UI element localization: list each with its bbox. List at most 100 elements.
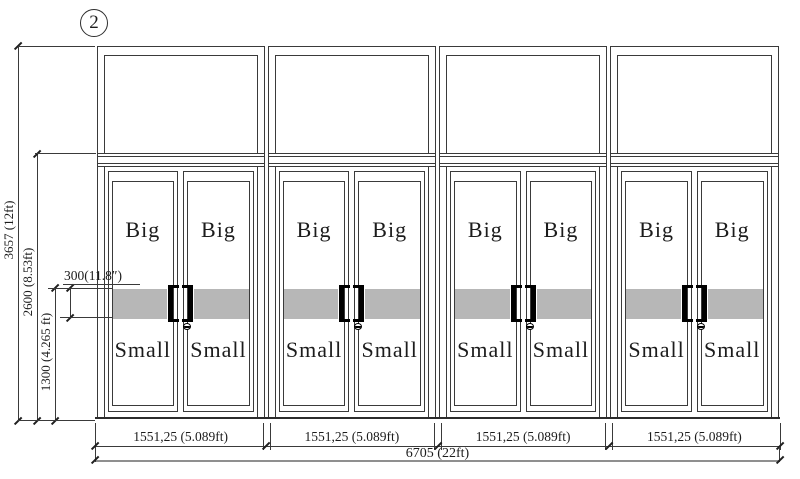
- transom-bar: [611, 153, 778, 167]
- dim-arrow: [50, 417, 60, 426]
- lock-cylinder-icon: [525, 323, 534, 330]
- double-door: Big Small Big Small: [274, 167, 429, 417]
- extension-line: [95, 447, 96, 462]
- door-leaf-right: Big Small: [353, 171, 425, 412]
- extension-line: [434, 423, 435, 450]
- door-handle-icon: [524, 285, 536, 322]
- unit-width-dimension-row: 1551,25 (5.089ft) 1551,25 (5.089ft) 1551,2…: [90, 423, 785, 450]
- extension-line: [95, 423, 96, 450]
- door-leaf-left: Big Small: [107, 171, 180, 412]
- small-panel-label: Small: [361, 337, 418, 362]
- double-door: Big Small Big Small: [617, 167, 772, 417]
- handle-height-label: 1300 (4.265 ft): [38, 312, 53, 392]
- dim-line-handle-height: [50, 283, 60, 426]
- door-leaf-left: Big Small: [278, 171, 351, 412]
- push-plate-band: [194, 289, 249, 319]
- unit-width-dimension: 1551,25 (5.089ft): [266, 429, 437, 445]
- big-panel-label: Big: [372, 216, 408, 242]
- extension-line: [779, 447, 780, 462]
- transom: [269, 47, 435, 153]
- unit-width-label: 1551,25 (5.089ft): [304, 429, 400, 444]
- small-panel-label: Small: [704, 337, 761, 362]
- door-unit: Big Small Big Small: [96, 46, 265, 417]
- big-panel-label: Big: [201, 216, 236, 242]
- detail-bubble-label: 2: [89, 12, 99, 33]
- dim-arrow: [65, 314, 75, 323]
- double-door: Big Small Big Small: [103, 167, 258, 417]
- transom-glass-panel: [446, 55, 601, 153]
- transom-bar-inner: [97, 156, 264, 164]
- door-glass: Big Small: [524, 181, 593, 406]
- door-unit: Big Small Big Small: [610, 46, 779, 417]
- band-height-label: 300(11.8″): [64, 268, 122, 283]
- dim-arrow: [32, 417, 42, 426]
- extension-line: [612, 423, 614, 450]
- transom-bar-inner: [268, 156, 435, 164]
- transom: [440, 47, 606, 153]
- door-glass: Big Small: [454, 181, 522, 406]
- door-glass: Big Small: [353, 181, 421, 406]
- double-door: Big Small Big Small: [446, 167, 601, 417]
- extension-line: [780, 423, 781, 450]
- detail-bubble: 2: [80, 9, 108, 37]
- extension-line: [60, 317, 113, 318]
- door-handle-icon: [695, 285, 707, 322]
- door-glass: Big Small: [111, 181, 180, 406]
- push-plate-band: [707, 289, 763, 319]
- door-leaf-right: Big Small: [524, 171, 597, 412]
- push-plate-band: [365, 289, 420, 319]
- dim-line-band-height: [65, 283, 75, 323]
- transom-bar-inner: [440, 156, 607, 164]
- door-handle-icon: [182, 285, 194, 322]
- door-glass: Big Small: [282, 181, 351, 406]
- lock-cylinder-icon: [183, 323, 192, 330]
- door-glass: Big Small: [625, 181, 693, 406]
- door-handle-icon: [510, 285, 522, 322]
- unit-width-dimension: 1551,25 (5.089ft): [438, 429, 609, 445]
- dimension-line: [95, 460, 780, 462]
- transom-bar: [268, 153, 435, 167]
- extension-line: [35, 153, 96, 154]
- door-height-label: 2600 (8.53ft): [20, 247, 35, 317]
- big-panel-label: Big: [714, 216, 750, 242]
- big-panel-label: Big: [125, 216, 161, 242]
- unit-width-dimension: 1551,25 (5.089ft): [95, 429, 266, 445]
- total-width-dimension-row: 6705 (22ft): [90, 446, 785, 464]
- storefront-facade: Big Small Big Small: [95, 46, 780, 419]
- dim-arrow: [13, 417, 23, 426]
- door-unit: Big Small Big Small: [439, 46, 608, 417]
- dim-line-door-height: [32, 149, 42, 426]
- transom-glass-panel: [103, 55, 258, 153]
- small-panel-label: Small: [190, 337, 247, 362]
- big-panel-label: Big: [467, 216, 503, 242]
- small-panel-label: Small: [628, 337, 685, 362]
- transom-glass-panel: [274, 55, 429, 153]
- lock-cylinder-icon: [354, 323, 363, 330]
- big-panel-label: Big: [543, 216, 579, 242]
- door-handle-icon: [681, 285, 693, 322]
- unit-width-label: 1551,25 (5.089ft): [475, 429, 571, 444]
- total-width-label: 6705 (22ft): [405, 446, 470, 461]
- extension-line: [605, 423, 607, 450]
- push-plate-band: [455, 289, 510, 319]
- unit-width-dimension: 1551,25 (5.089ft): [609, 429, 780, 445]
- extension-line: [48, 288, 113, 289]
- extension-line: [18, 46, 95, 47]
- small-panel-label: Small: [457, 337, 514, 362]
- transom-bar: [440, 153, 607, 167]
- door-handle-icon: [168, 285, 180, 322]
- dim-line-total-height: [13, 41, 23, 426]
- transom-glass-panel: [617, 55, 772, 153]
- small-panel-label: Small: [114, 337, 171, 362]
- door-handle-icon: [339, 285, 351, 322]
- transom: [98, 47, 264, 153]
- door-leaf-left: Big Small: [621, 171, 693, 412]
- lock-cylinder-icon: [696, 323, 705, 330]
- extension-line: [269, 423, 271, 450]
- big-panel-label: Big: [639, 216, 674, 242]
- big-panel-label: Big: [296, 216, 332, 242]
- leader-line: [63, 284, 140, 285]
- total-height-label: 3657 (12ft): [1, 200, 16, 260]
- transom: [611, 47, 777, 153]
